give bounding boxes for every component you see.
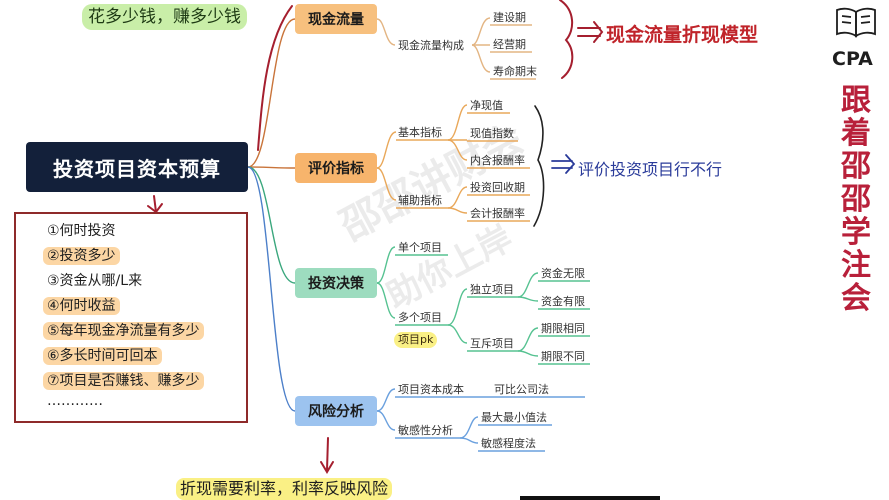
node-unlimited-capital: 资金无限 — [541, 267, 585, 280]
question-item: ⑦项目是否赚钱、赚多少 — [43, 372, 204, 390]
node-cash-composition: 现金流量构成 — [398, 39, 464, 52]
node-same-term: 期限相同 — [541, 322, 585, 335]
node-single-project: 单个项目 — [398, 241, 442, 254]
node-irr: 内含报酬率 — [470, 154, 525, 167]
branch-cash-flow: 现金流量 — [295, 4, 377, 34]
node-sensitivity-degree: 敏感程度法 — [481, 437, 536, 450]
question-item: ⑥多长时间可回本 — [43, 347, 162, 365]
node-pi: 现值指数 — [470, 127, 514, 140]
question-item: ②投资多少 — [43, 247, 120, 265]
node-end-of-life: 寿命期末 — [493, 65, 537, 78]
node-payback: 投资回收期 — [470, 181, 525, 194]
question-item: ⑤每年现金净流量有多少 — [43, 322, 204, 340]
question-item: ………… — [47, 393, 103, 409]
vertical-brand-title: 跟着邵邵学注会 — [841, 83, 871, 316]
node-multiple-projects: 多个项目 — [398, 311, 442, 324]
node-sensitivity-analysis: 敏感性分析 — [398, 424, 453, 437]
node-limited-capital: 资金有限 — [541, 295, 585, 308]
node-operating-period: 经营期 — [493, 38, 526, 51]
node-basic-indicators: 基本指标 — [398, 126, 442, 139]
book-icon — [836, 7, 876, 38]
node-different-term: 期限不同 — [541, 350, 585, 363]
node-construction-period: 建设期 — [493, 11, 526, 24]
node-max-min-method: 最大最小值法 — [481, 411, 547, 424]
question-item: ③资金从哪/L来 — [47, 273, 143, 289]
annotation-dcf-model: 现金流量折现模型 — [606, 24, 759, 46]
annotation-project-pk: 项目pk — [394, 332, 438, 348]
question-item: ④何时收益 — [43, 297, 120, 315]
branch-risk: 风险分析 — [295, 396, 377, 426]
node-exclusive-projects: 互斥项目 — [470, 337, 514, 350]
branch-decision: 投资决策 — [295, 268, 377, 298]
node-comparable-company: 可比公司法 — [494, 383, 549, 396]
question-item: ①何时投资 — [47, 223, 116, 239]
node-arr: 会计报酬率 — [470, 207, 525, 220]
root-node: 投资项目资本预算 — [26, 142, 248, 192]
cpa-label: CPA — [832, 48, 873, 70]
annotation-cost-profit: 花多少钱，赚多少钱 — [82, 4, 247, 30]
node-project-capital-cost: 项目资本成本 — [398, 383, 464, 396]
annotation-evaluate-project: 评价投资项目行不行 — [578, 160, 723, 179]
node-npv: 净现值 — [470, 99, 503, 112]
playback-progress-bar — [520, 496, 660, 500]
annotation-discount-rate-risk: 折现需要利率，利率反映风险 — [176, 478, 393, 500]
node-independent-projects: 独立项目 — [470, 283, 514, 296]
node-aux-indicators: 辅助指标 — [398, 194, 442, 207]
branch-evaluation: 评价指标 — [295, 153, 377, 183]
question-list-box: ①何时投资 ②投资多少 ③资金从哪/L来 ④何时收益 ⑤每年现金净流量有多少 ⑥… — [14, 212, 248, 423]
